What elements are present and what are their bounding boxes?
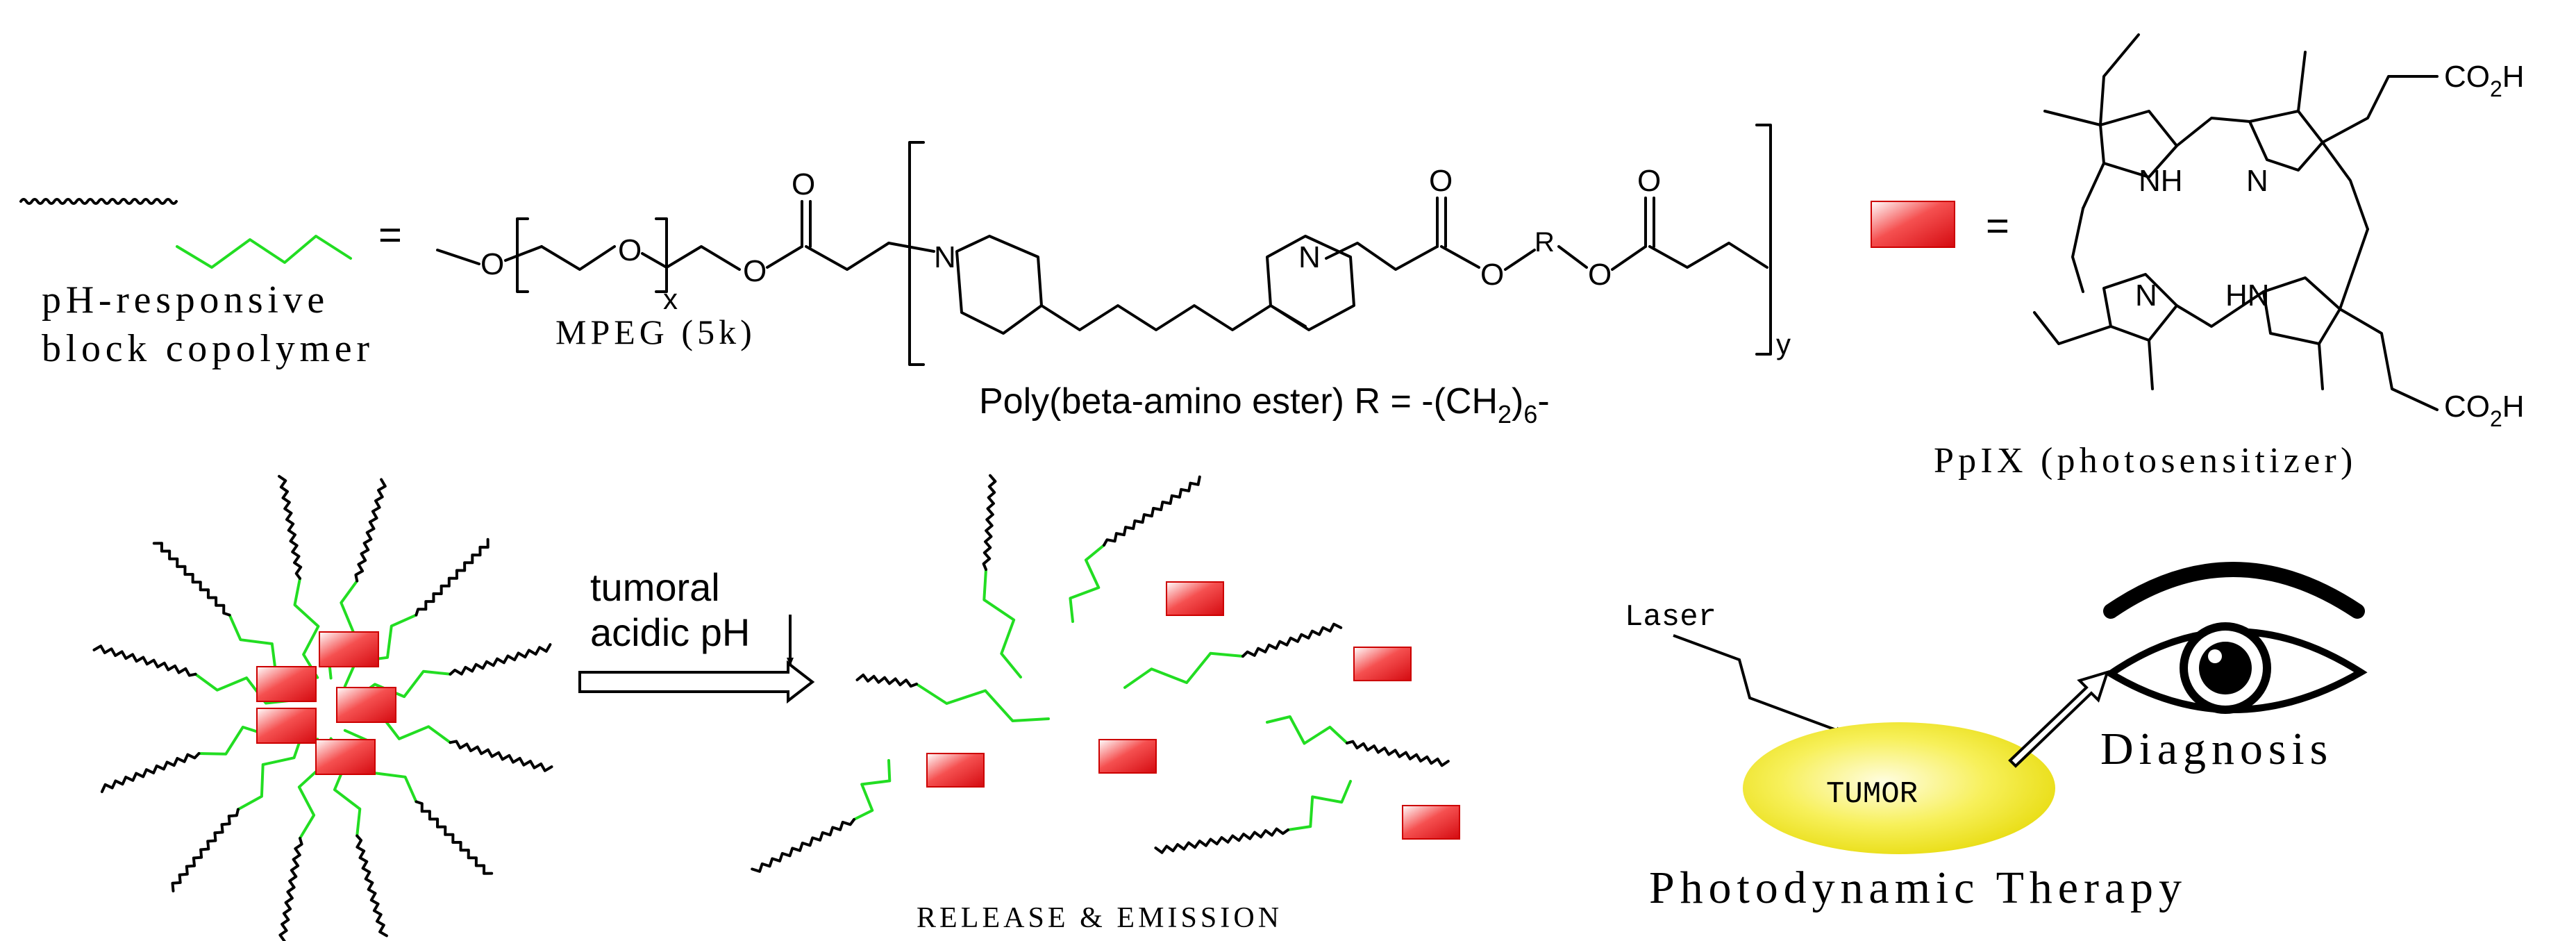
ppix-label: PpIX (photosensitizer)	[1934, 441, 2357, 481]
hydrophobic-chain	[194, 672, 294, 705]
hn-bottom-label: HN	[2225, 278, 2270, 313]
hydrophilic-chain	[449, 643, 552, 676]
hydrophilic-chain	[1103, 475, 1201, 547]
hydrophilic-chain	[415, 538, 490, 617]
co2h-bottom: CO2H	[2444, 390, 2525, 431]
atom-O: O	[1429, 164, 1453, 198]
photosensitizer-box	[926, 753, 985, 788]
release-label: RELEASE & EMISSION	[917, 902, 1282, 934]
hydrophilic-chain	[1154, 827, 1289, 854]
co2h-top: CO2H	[2444, 60, 2525, 101]
bracket-left	[908, 141, 925, 366]
photosensitizer-legend-box	[1871, 201, 1955, 248]
mpeg-structure: O O x O O MPEG (5k)	[436, 167, 890, 351]
trigger-label-line1: tumoral	[590, 565, 720, 609]
hydrophilic-chain	[415, 800, 494, 875]
atom-N: N	[934, 240, 956, 274]
atom-O: O	[480, 247, 504, 281]
photosensitizer-box	[256, 666, 317, 702]
atom-N: N	[1298, 240, 1321, 274]
laser-beam	[1673, 634, 1844, 734]
n-right-label: N	[2246, 164, 2268, 198]
hydrophobic-chain	[1069, 544, 1105, 623]
atom-O: O	[792, 167, 815, 201]
hydrophilic-chain	[152, 542, 231, 617]
photosensitizer-box	[1166, 581, 1224, 616]
hydrophilic-chain	[278, 837, 303, 941]
equals-sign: =	[378, 213, 402, 258]
polymer-label-line1: pH-responsive	[42, 278, 329, 322]
pbae-subscript-y: y	[1776, 328, 1791, 360]
emission-arrow	[2008, 669, 2110, 768]
hydrophobic-chain	[293, 576, 320, 679]
photosensitizer-box	[319, 631, 379, 667]
hydrophobic-chain	[236, 731, 305, 811]
hydrophobic-chain	[915, 683, 1050, 722]
atom-O: O	[1637, 164, 1661, 198]
atom-O: O	[1480, 258, 1504, 292]
hydrophilic-chain	[982, 474, 997, 571]
polymer-legend: pH-responsive block copolymer	[19, 198, 374, 370]
atom-R: R	[1534, 227, 1555, 258]
hydrophobic-chain	[853, 759, 892, 821]
hydrophilic-chain	[356, 834, 388, 938]
ppix-structure: NH N CO2H N HN CO2H PpIX (photosensitize…	[1934, 33, 2525, 481]
photosensitizer-box	[1098, 739, 1157, 774]
hydrophilic-chain	[855, 673, 918, 688]
pbae-structure: N N O O R O O y Poly(beta-amino ester) R…	[887, 124, 1791, 428]
n-left-label: N	[2135, 278, 2157, 313]
atom-O: O	[743, 254, 767, 288]
wavy-hydrophilic-chain	[19, 198, 178, 205]
atom-O: O	[618, 233, 642, 267]
hollow-arrow	[578, 660, 815, 704]
hydrophilic-chain	[1346, 740, 1450, 767]
hydrophobic-chain	[982, 568, 1022, 678]
mpeg-subscript-x: x	[663, 283, 678, 315]
tumor-ellipse	[1743, 722, 2055, 854]
tumor-label: TUMOR	[1826, 777, 1918, 812]
hydrophilic-chain	[171, 808, 240, 892]
hydrophilic-chain	[751, 818, 855, 873]
therapy-label: Photodynamic Therapy	[1649, 863, 2187, 913]
hydrophilic-chain	[100, 752, 201, 793]
photosensitizer-equals: =	[1986, 203, 2009, 249]
hydrophilic-chain	[278, 474, 303, 580]
hydrophilic-chain	[449, 740, 553, 772]
release-scene: RELEASE & EMISSION	[751, 474, 1460, 934]
mpeg-label: MPEG (5k)	[555, 313, 756, 351]
therapy-scene: Laser TUMOR Diagnosis Photodynamic Thera…	[1625, 562, 2368, 913]
micelle-assembly	[92, 474, 553, 941]
hydrophobic-chain	[1287, 780, 1352, 831]
pbae-label: Poly(beta-amino ester) R = -(CH2)6-	[979, 381, 1550, 428]
hydrophobic-chain	[1266, 715, 1348, 745]
diagnosis-label: Diagnosis	[2100, 724, 2333, 774]
polymer-label-line2: block copolymer	[42, 327, 374, 370]
zigzag-hydrophobic-chain	[176, 235, 352, 269]
eye-icon	[2103, 562, 2368, 714]
atom-O: O	[1588, 258, 1612, 292]
photosensitizer-box	[256, 708, 317, 744]
laser-label: Laser	[1625, 600, 1716, 635]
bracket-right	[1755, 124, 1772, 356]
ph-trigger-arrow: tumoral acidic pH	[578, 565, 815, 704]
hydrophobic-chain	[1123, 651, 1244, 689]
photosensitizer-box	[315, 739, 376, 775]
photosensitizer-box	[1402, 805, 1460, 840]
photosensitizer-box	[336, 687, 396, 723]
nh-top-label: NH	[2139, 164, 2183, 198]
hydrophobic-chain	[343, 613, 418, 688]
hydrophilic-chain	[354, 478, 387, 583]
photosensitizer-box	[1353, 647, 1412, 681]
trigger-label-line2: acidic pH	[590, 610, 750, 654]
hydrophilic-chain	[92, 644, 197, 677]
hydrophilic-chain	[1241, 622, 1343, 658]
